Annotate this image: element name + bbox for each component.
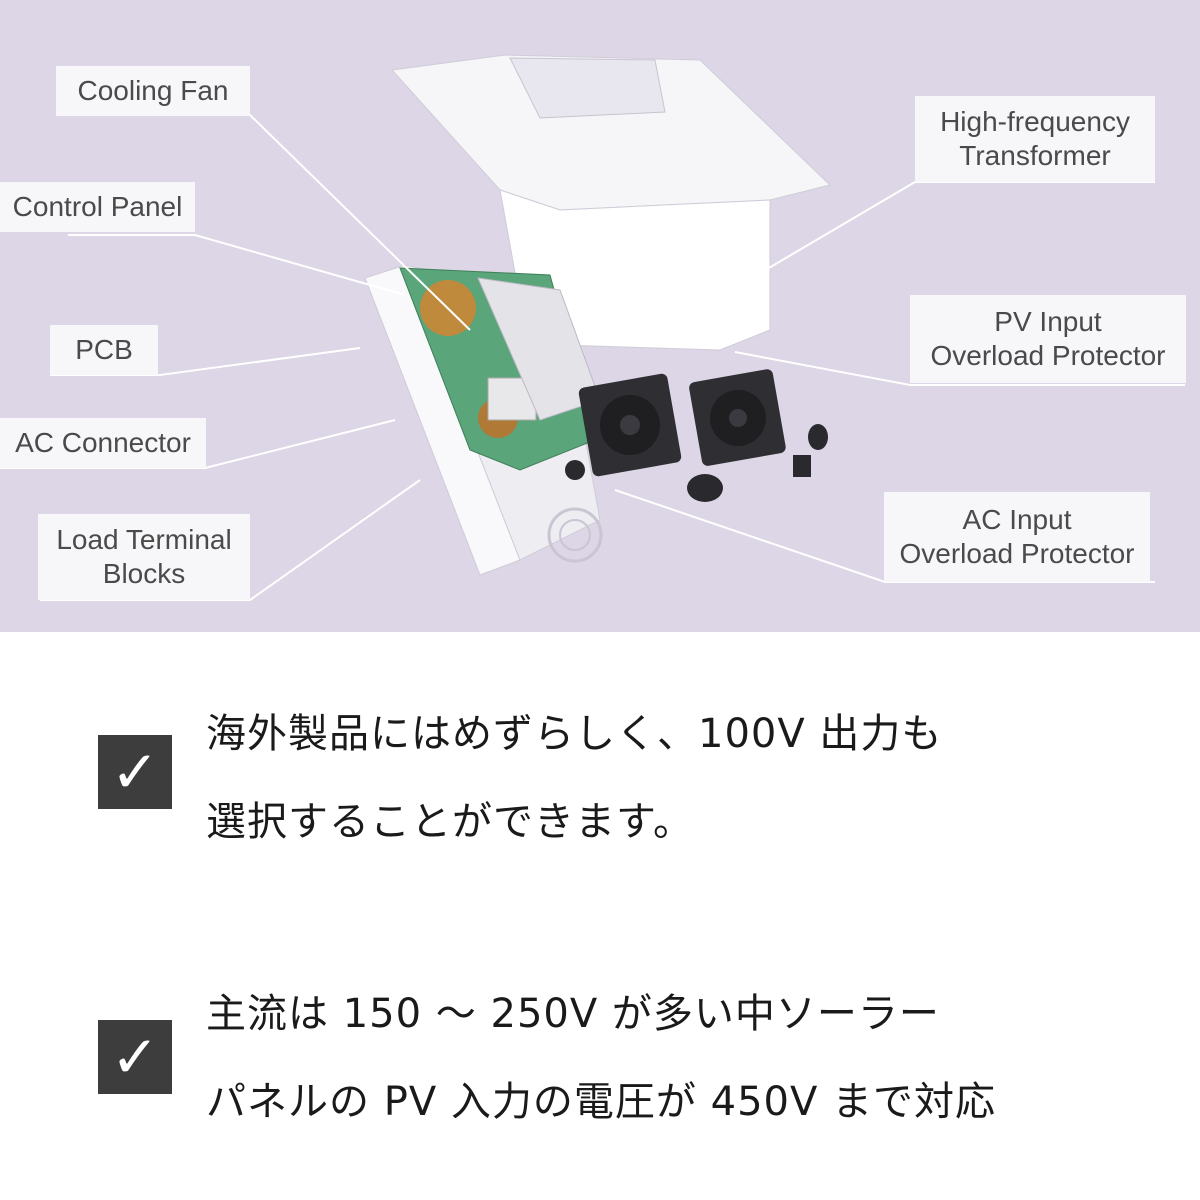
- feature-item-100v-output: ✓ 海外製品にはめずらしく、100V 出力も 選択することができます。: [98, 690, 1178, 890]
- label-hf-transformer: High-frequency Transformer: [915, 96, 1155, 182]
- label-load-terminal-blocks: Load Terminal Blocks: [38, 514, 250, 600]
- feature-item-450v-pv-input: ✓ 主流は 150 ～ 250V が多い中ソーラー パネルの PV 入力の電圧が…: [98, 970, 1178, 1170]
- label-cooling-fan: Cooling Fan: [56, 66, 250, 116]
- feature-text: 主流は 150 ～ 250V が多い中ソーラー パネルの PV 入力の電圧が 4…: [206, 991, 997, 1125]
- pv-protector-part: [808, 424, 828, 450]
- exploded-inverter-diagram: Cooling Fan Control Panel PCB AC Connect…: [0, 0, 1200, 632]
- label-ac-input-protector: AC Input Overload Protector: [884, 492, 1150, 582]
- inverter-illustration: [0, 54, 1185, 601]
- display-window: [509, 57, 666, 119]
- checkbox-checked-icon: ✓: [98, 735, 172, 809]
- checkbox-checked-icon: ✓: [98, 1020, 172, 1094]
- label-control-panel: Control Panel: [0, 182, 195, 232]
- ac-input-protector-part: [687, 474, 723, 502]
- label-pv-input-protector: PV Input Overload Protector: [910, 295, 1186, 383]
- label-pcb: PCB: [50, 325, 158, 375]
- feature-text: 海外製品にはめずらしく、100V 出力も 選択することができます。: [206, 711, 943, 845]
- leader-lines: [0, 114, 1185, 601]
- vent-grill: [547, 507, 603, 563]
- label-ac-connector: AC Connector: [0, 418, 206, 468]
